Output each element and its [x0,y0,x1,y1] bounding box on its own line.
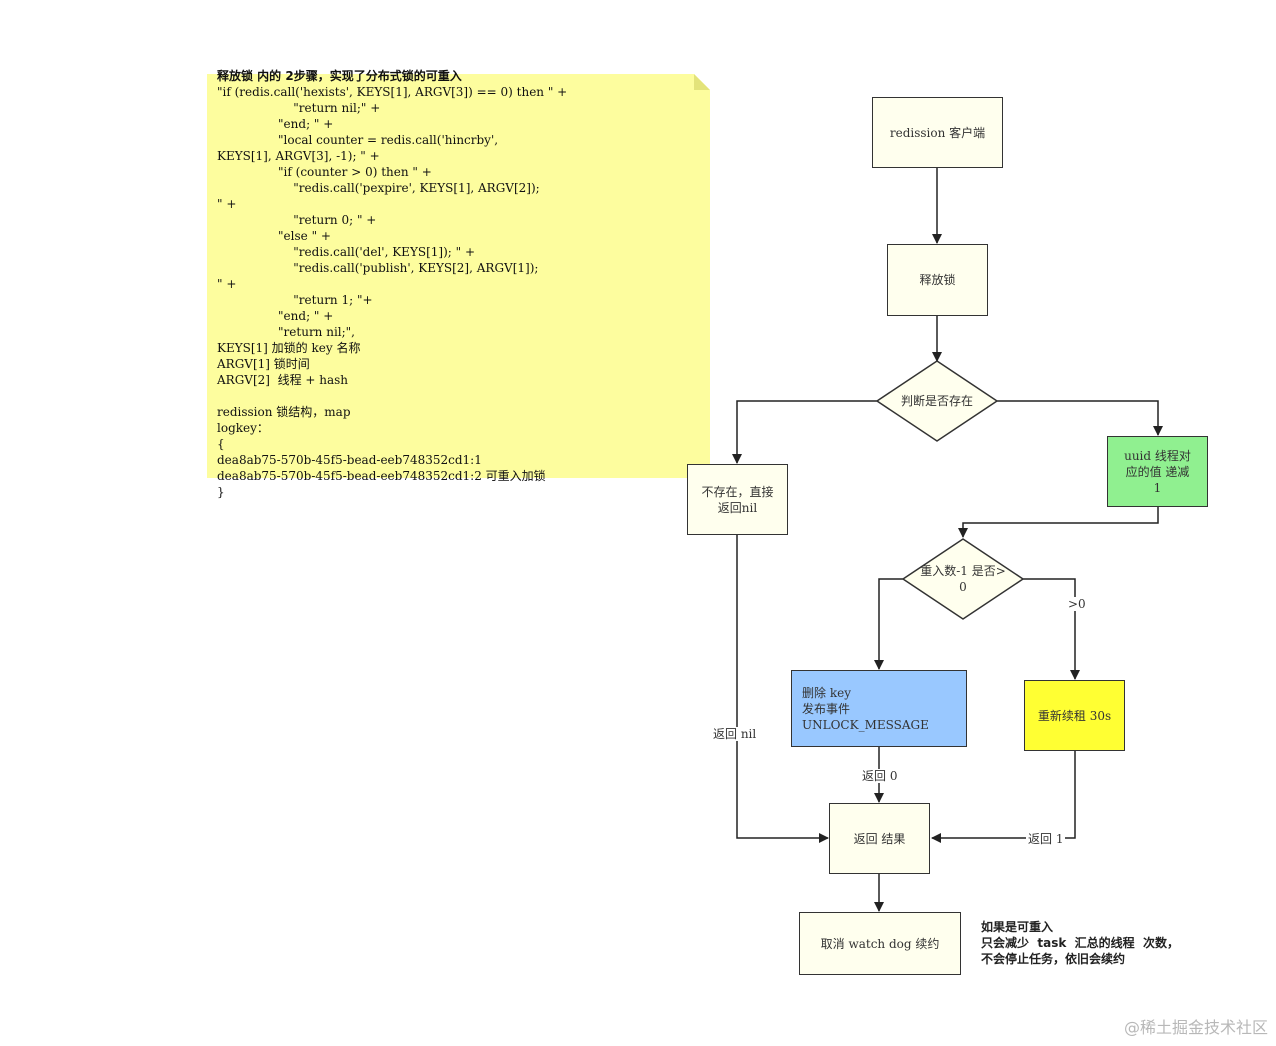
decrement-node: uuid 线程对 应的值 递减 1 [1107,436,1208,507]
note-title: 释放锁 内的 2步骤，实现了分布式锁的可重入 [217,69,462,83]
edge-notexists-result [736,535,829,843]
edge-renew-result [931,751,1076,843]
edge-label-return-nil: 返回 nil [711,727,759,741]
watermark: @稀土掘金技术社区 [1123,1018,1268,1037]
note-argv1: ARGV[1] 锁时间 [217,357,310,371]
return-result-node: 返回 结果 [829,803,930,874]
edge-label-return-0: 返回 0 [860,769,900,783]
note-structure: redission 锁结构，map [217,405,351,419]
note-text: 释放锁 内的 2步骤，实现了分布式锁的可重入 "if (redis.call('… [217,68,567,500]
sticky-note [207,74,710,478]
exists-check-label: 判断是否存在 [900,394,973,408]
note-open-brace: { [217,437,225,451]
note-entry1: dea8ab75-570b-45f5-bead-eeb748352cd1:1 [217,453,482,467]
note-entry2: dea8ab75-570b-45f5-bead-eeb748352cd1:2 可… [217,469,546,483]
note-logkey: logkey： [217,421,269,435]
edge-reentry-delete [874,578,903,670]
exists-check-diamond [875,360,999,442]
client-node: redission 客户端 [872,97,1003,168]
not-exists-node: 不存在，直接 返回nil [687,464,788,535]
release-lock-node: 释放锁 [887,244,988,316]
side-annotation: 如果是可重入 只会减少 task 汇总的线程 次数， 不会停止任务，依旧会续约 [981,920,1180,966]
cancel-watchdog-node: 取消 watch dog 续约 [799,912,961,975]
edge-check-notexists [732,400,877,464]
delete-key-node: 删除 key 发布事件 UNLOCK_MESSAGE [791,670,967,747]
reentry-check-label: 重入数-1 是否> 0 [920,564,1006,594]
edge-check-decrement [997,400,1163,436]
edge-label-return-1: 返回 1 [1026,832,1066,846]
reentry-check-diamond [901,538,1025,620]
note-keys1: KEYS[1] 加锁的 key 名称 [217,341,361,355]
edge-label-gt0: >0 [1066,597,1088,611]
renew-node: 重新续租 30s [1024,680,1125,751]
edge-decrement-reentry [958,507,1159,538]
note-argv2: ARGV[2] 线程 + hash [217,373,349,387]
edge-reentry-renew [1023,578,1080,680]
note-close-brace: } [217,485,225,499]
note-code: "if (redis.call('hexists', KEYS[1], ARGV… [217,85,568,339]
